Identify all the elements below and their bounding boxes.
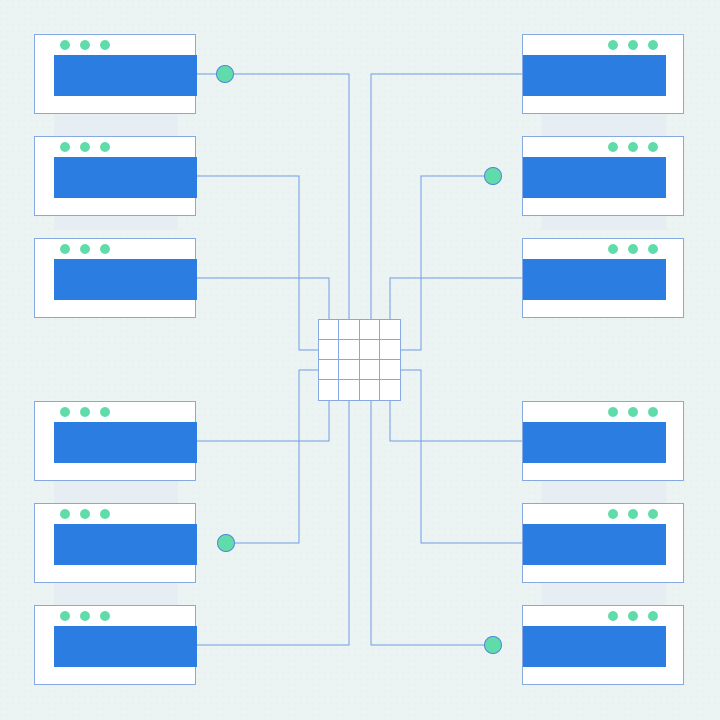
hub-cell	[380, 380, 400, 400]
browser-window-right-6	[522, 605, 684, 685]
window-dots	[60, 244, 110, 256]
hub-cell	[379, 320, 400, 340]
window-content-panel	[54, 626, 197, 667]
dot-icon	[628, 40, 638, 50]
window-content-panel	[54, 157, 197, 198]
browser-window-right-4	[522, 401, 684, 481]
dot-icon	[608, 40, 618, 50]
hub-cell	[339, 360, 360, 380]
dot-icon	[80, 244, 90, 254]
hub-cell	[339, 320, 360, 340]
window-dots	[608, 407, 658, 419]
dot-icon	[60, 509, 70, 519]
dot-icon	[60, 611, 70, 621]
dot-icon	[60, 142, 70, 152]
dot-icon	[648, 611, 658, 621]
dot-icon	[608, 244, 618, 254]
window-dots	[60, 40, 110, 52]
window-content-panel	[523, 524, 666, 565]
browser-window-right-1	[522, 34, 684, 114]
hub-cell	[339, 380, 360, 400]
connection-node-icon	[216, 65, 234, 83]
dot-icon	[80, 40, 90, 50]
window-dots	[608, 142, 658, 154]
window-dots	[60, 407, 110, 419]
dot-icon	[80, 611, 90, 621]
window-content-panel	[54, 422, 197, 463]
hub-cell	[360, 380, 380, 400]
grid-hub-icon	[318, 319, 401, 401]
window-content-panel	[523, 626, 666, 667]
dot-icon	[80, 509, 90, 519]
hub-cell	[319, 340, 340, 360]
dot-icon	[628, 244, 638, 254]
dot-icon	[80, 142, 90, 152]
hub-cell	[359, 320, 380, 340]
dot-icon	[628, 142, 638, 152]
window-dots	[60, 611, 110, 623]
hub-cell	[359, 340, 380, 360]
dot-icon	[100, 40, 110, 50]
browser-window-right-5	[522, 503, 684, 583]
connection-node-icon	[484, 636, 502, 654]
hub-cell	[359, 360, 380, 380]
dot-icon	[60, 407, 70, 417]
window-content-panel	[54, 55, 197, 96]
dot-icon	[608, 142, 618, 152]
window-content-panel	[523, 157, 666, 198]
hub-cell	[319, 320, 340, 340]
dot-icon	[60, 40, 70, 50]
dot-icon	[100, 407, 110, 417]
dot-icon	[628, 509, 638, 519]
browser-window-left-5	[34, 503, 197, 583]
window-dots	[60, 142, 110, 154]
browser-window-right-2	[522, 136, 684, 216]
dot-icon	[100, 142, 110, 152]
window-dots	[608, 611, 658, 623]
dot-icon	[608, 509, 618, 519]
dot-icon	[100, 509, 110, 519]
window-dots	[60, 509, 110, 521]
dot-icon	[648, 40, 658, 50]
window-content-panel	[523, 55, 666, 96]
dot-icon	[100, 611, 110, 621]
hub-cell	[339, 340, 360, 360]
window-content-panel	[54, 524, 197, 565]
connection-node-icon	[217, 534, 235, 552]
dot-icon	[628, 407, 638, 417]
window-content-panel	[54, 259, 197, 300]
browser-window-left-2	[34, 136, 197, 216]
dot-icon	[648, 509, 658, 519]
window-dots	[608, 244, 658, 256]
hub-cell	[379, 360, 400, 380]
connection-node-icon	[484, 167, 502, 185]
dot-icon	[100, 244, 110, 254]
dot-icon	[648, 407, 658, 417]
dot-icon	[608, 407, 618, 417]
hub-cell	[319, 360, 340, 380]
browser-window-left-4	[34, 401, 197, 481]
browser-window-right-3	[522, 238, 684, 318]
window-content-panel	[523, 422, 666, 463]
dot-icon	[80, 407, 90, 417]
dot-icon	[648, 142, 658, 152]
window-dots	[608, 40, 658, 52]
hub-cell	[319, 380, 340, 400]
dot-icon	[628, 611, 638, 621]
browser-window-left-6	[34, 605, 197, 685]
window-dots	[608, 509, 658, 521]
dot-icon	[648, 244, 658, 254]
browser-window-left-3	[34, 238, 197, 318]
dot-icon	[608, 611, 618, 621]
hub-cell	[379, 340, 400, 360]
browser-window-left-1	[34, 34, 197, 114]
window-content-panel	[523, 259, 666, 300]
dot-icon	[60, 244, 70, 254]
